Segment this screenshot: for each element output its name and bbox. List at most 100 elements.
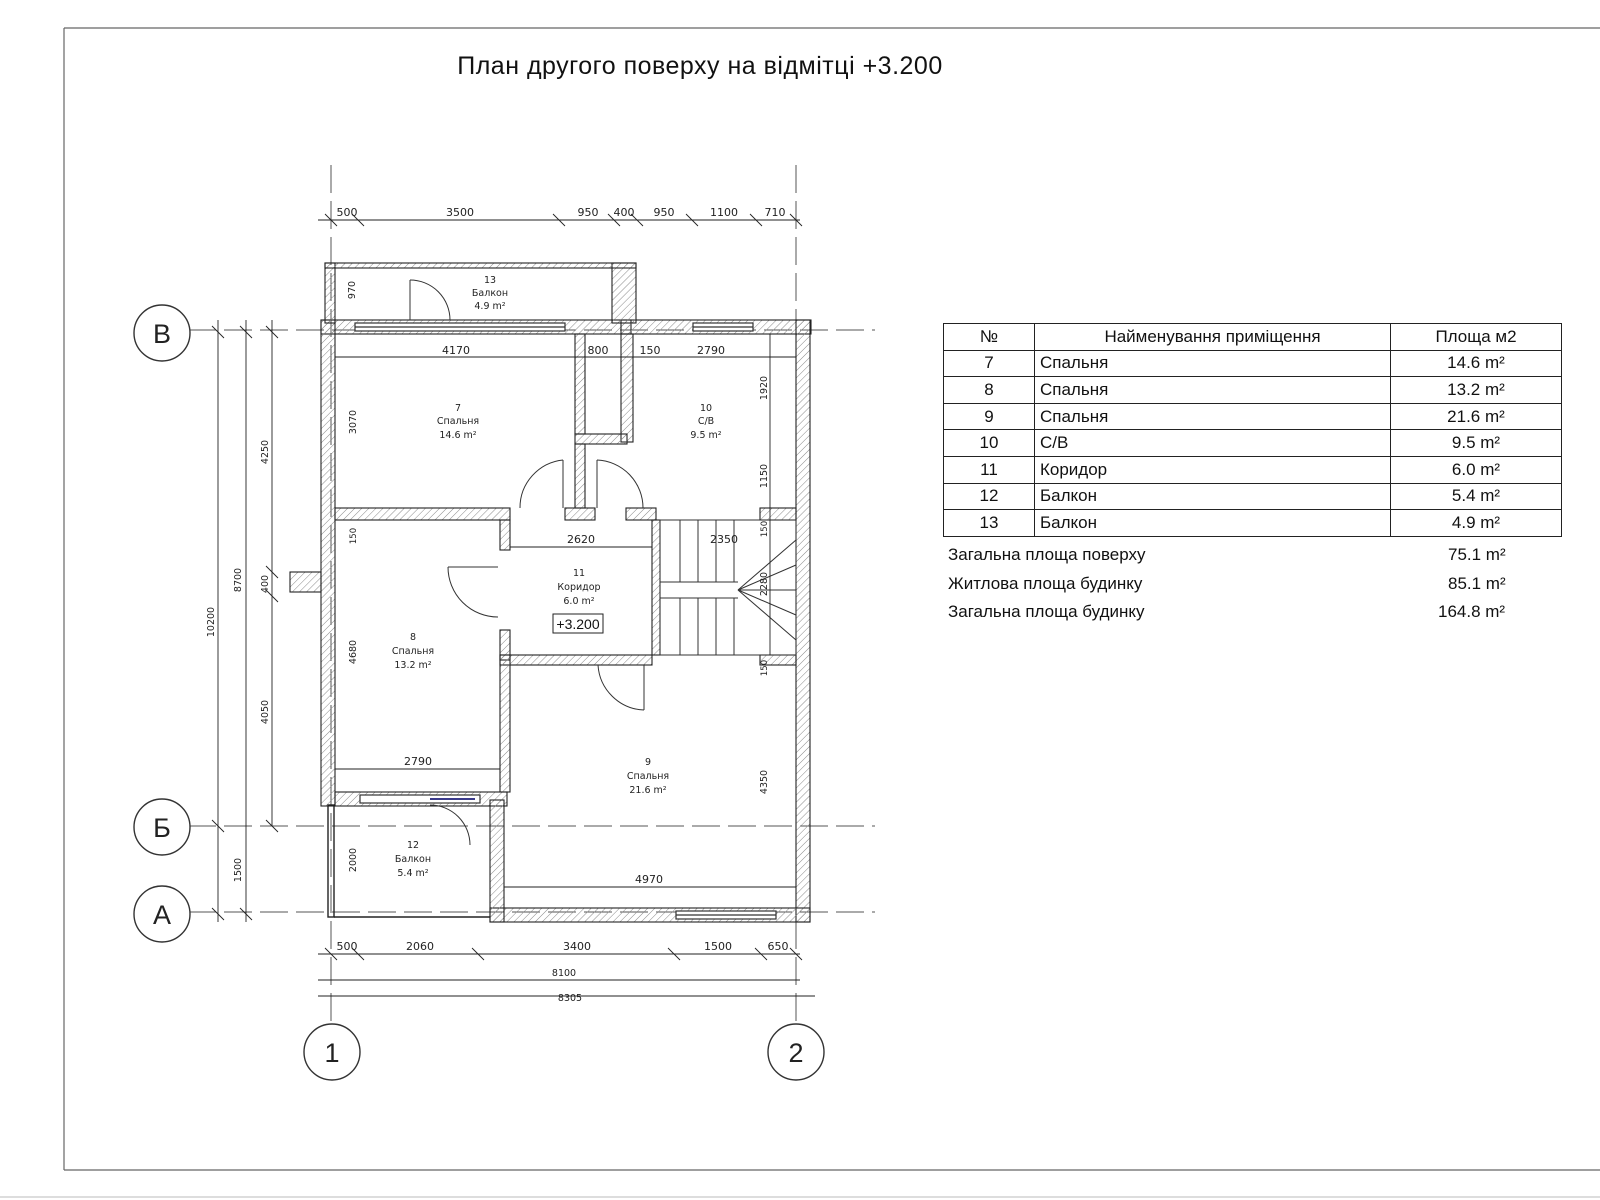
- dim-left-400: 400: [260, 575, 271, 593]
- table-row: 13 Балкон 4.9 m²: [943, 509, 1562, 537]
- dim-top-710: 710: [765, 206, 786, 219]
- axis-grid-lines: [188, 165, 875, 1025]
- axis-label-1: 1: [324, 1038, 339, 1068]
- elevation-mark: +3.200: [556, 616, 599, 632]
- wall-room8-right: [499, 654, 511, 793]
- door-room10: [596, 459, 644, 509]
- header-room-name: Найменування приміщення: [1034, 323, 1391, 351]
- axis-label-v: В: [153, 319, 171, 349]
- dim-top-400: 400: [614, 206, 635, 219]
- dim-left-8700: 8700: [233, 568, 244, 592]
- dim-inner-2790a: 2790: [697, 344, 725, 357]
- door-room7: [519, 459, 564, 509]
- wall-int-v1: [574, 333, 586, 435]
- dim-top-950b: 950: [654, 206, 675, 219]
- table-row: 9 Спальня 21.6 m²: [943, 402, 1562, 431]
- wall-left: [320, 319, 336, 807]
- dim-top-3500: 3500: [446, 206, 474, 219]
- row-number: 8: [943, 376, 1035, 404]
- dim-inner-1920: 1920: [759, 376, 770, 400]
- walls: [289, 262, 812, 923]
- table-row: 10 С/В 9.5 m²: [943, 429, 1562, 457]
- table-row: 7 Спальня 14.6 m²: [943, 349, 1562, 378]
- dim-inner-3070: 3070: [348, 410, 359, 434]
- dim-ticks: [211, 213, 803, 961]
- row-area: 5.4 m²: [1390, 482, 1562, 511]
- table-row: 12 Балкон 5.4 m²: [943, 482, 1562, 511]
- total-floor-area-label: Загальна площа поверху: [948, 545, 1146, 564]
- row-room-name: Балкон: [1034, 482, 1391, 511]
- wall-int-v1-low: [574, 443, 586, 509]
- axis-bubble-1: [303, 1023, 361, 1081]
- table-header-row: № Найменування приміщення Площа м2: [943, 323, 1562, 351]
- dim-left-1500: 1500: [233, 858, 244, 882]
- dim-bot-500: 500: [337, 940, 358, 953]
- axis-bubbles: [133, 304, 825, 1081]
- plan-title: План другого поверху на відмітці +3.200: [457, 52, 943, 80]
- stairs: [659, 519, 797, 656]
- wall-int-v2: [620, 333, 634, 443]
- door-balcony12: [429, 804, 471, 846]
- living-area-value: 85.1 m²: [1448, 574, 1506, 593]
- dim-inner-2280: 2280: [759, 572, 770, 596]
- total-floor-area-value: 75.1 m²: [1448, 545, 1506, 564]
- room11-area: 6.0 m²: [563, 596, 594, 607]
- dim-top-950a: 950: [578, 206, 599, 219]
- axis-bubble-b: [133, 798, 191, 856]
- dim-left-4250: 4250: [260, 440, 271, 464]
- dim-bot-1500: 1500: [704, 940, 732, 953]
- wall-int-h1d: [759, 507, 797, 521]
- door-swings: [409, 279, 645, 846]
- room13-name: Балкон: [472, 288, 508, 299]
- room8-number: 8: [410, 632, 416, 643]
- dim-bot-3400: 3400: [563, 940, 591, 953]
- dim-left-4050: 4050: [260, 700, 271, 724]
- row-number: 11: [943, 455, 1035, 484]
- axis-label-b: Б: [153, 813, 171, 843]
- table-row: 8 Спальня 13.2 m²: [943, 376, 1562, 404]
- axis-label-a: А: [153, 900, 171, 930]
- room7-area: 14.6 m²: [439, 430, 476, 441]
- row-number: 12: [943, 482, 1035, 511]
- wall-corr-left-top: [499, 519, 511, 551]
- room-label-12: 12 Балкон 5.4 m²: [395, 840, 431, 879]
- dim-bot-650: 650: [768, 940, 789, 953]
- dim-total-8305: 8305: [558, 993, 582, 1004]
- wall-int-h1b: [564, 507, 596, 521]
- rooms-table: № Найменування приміщення Площа м2 7 Спа…: [943, 323, 1562, 537]
- room10-number: 10: [700, 403, 712, 414]
- axis-bubble-a: [133, 885, 191, 943]
- row-number: 9: [943, 402, 1035, 431]
- row-area: 6.0 m²: [1390, 455, 1562, 484]
- row-room-name: Балкон: [1034, 509, 1391, 537]
- room-label-13: 13 Балкон 4.9 m²: [472, 275, 508, 312]
- row-area: 14.6 m²: [1390, 349, 1562, 378]
- dim-inner-800: 800: [588, 344, 609, 357]
- room7-name: Спальня: [437, 416, 479, 427]
- axis-bubble-v: [133, 304, 191, 362]
- axis-label-2: 2: [788, 1038, 803, 1068]
- room9-area: 21.6 m²: [629, 785, 666, 796]
- room9-number: 9: [645, 757, 651, 768]
- wall-balcony13-right: [611, 262, 637, 324]
- windows: [354, 322, 777, 920]
- wall-int-v1-notch: [574, 433, 628, 445]
- wall-balcony13-top: [324, 262, 637, 269]
- door-room8: [447, 566, 499, 618]
- dim-inner-150d: 150: [760, 660, 770, 676]
- room-label-9: 9 Спальня 21.6 m²: [627, 757, 669, 796]
- wall-right: [795, 319, 811, 923]
- wall-balcony13-left: [324, 262, 336, 324]
- room13-number: 13: [484, 275, 496, 286]
- row-area: 9.5 m²: [1390, 429, 1562, 457]
- room10-area: 9.5 m²: [690, 430, 721, 441]
- room-label-8: 8 Спальня 13.2 m²: [392, 632, 434, 671]
- living-area-label: Житлова площа будинку: [948, 574, 1143, 593]
- total-house-area-value: 164.8 m²: [1438, 602, 1506, 621]
- row-area: 4.9 m²: [1390, 509, 1562, 537]
- room11-number: 11: [573, 568, 585, 579]
- dim-inner-2790b: 2790: [404, 755, 432, 768]
- elevation-mark-box: [552, 613, 604, 634]
- room12-number: 12: [407, 840, 419, 851]
